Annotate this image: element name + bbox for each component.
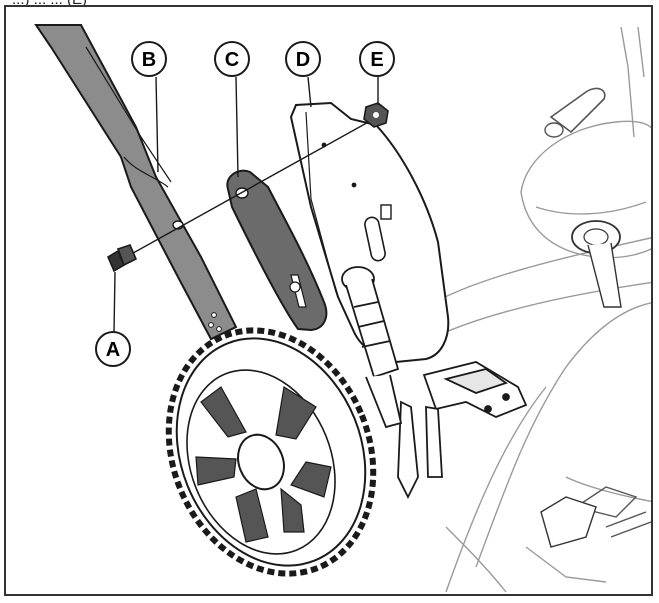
- assembly-axis-line: [125, 114, 382, 258]
- label-e: E: [370, 49, 383, 71]
- wheel: [165, 327, 377, 577]
- callout-e: E: [359, 41, 395, 105]
- diagram-frame: B C D E A: [4, 5, 653, 596]
- callout-d: D: [285, 41, 321, 108]
- bolt-a: [106, 244, 138, 273]
- label-c: C: [225, 49, 239, 71]
- callout-b: B: [131, 41, 167, 173]
- top-caption: ...) ... ... (E): [12, 0, 87, 8]
- label-d: D: [296, 49, 310, 71]
- callout-c: C: [214, 41, 250, 178]
- mower-handle-assembly-diagram: B C D E A: [34, 24, 651, 593]
- handle-mount-bracket: [397, 361, 528, 500]
- label-b: B: [142, 49, 156, 71]
- callout-a: A: [95, 271, 131, 367]
- label-a: A: [106, 339, 120, 361]
- handle-bar-b: [34, 24, 238, 341]
- mower-body: [425, 26, 651, 593]
- quick-release-knob: [341, 266, 403, 429]
